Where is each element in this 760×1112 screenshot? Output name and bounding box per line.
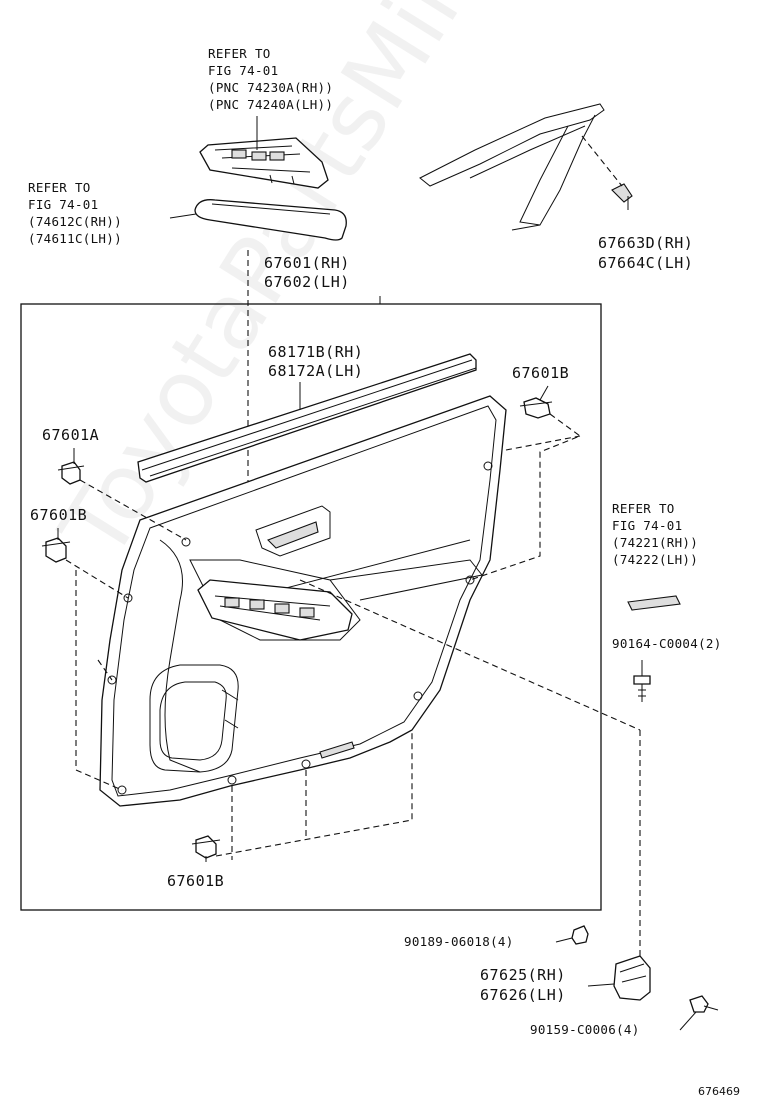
bracket-67625 (613, 955, 651, 1001)
nut-90189-label: 90189-06018(4) (404, 934, 514, 949)
refer-armrest-line4: (74611C(LH)) (28, 231, 122, 246)
cover-rh: 67663D(RH) (598, 234, 694, 252)
refer-switch-line1: REFER TO (208, 46, 271, 61)
refer-bezel-line2: FIG 74-01 (612, 518, 683, 533)
trim-panel-rh: 67601(RH) (264, 254, 350, 272)
screw-90164 (633, 675, 651, 702)
refer-armrest-line3: (74612C(RH)) (28, 214, 122, 229)
screw-90164-label: 90164-C0004(2) (612, 636, 722, 651)
installed-switch-base (197, 579, 353, 641)
clip-b-bottom-label: 67601B (167, 872, 225, 890)
refer-bezel-line4: (74222(LH)) (612, 552, 699, 567)
refer-bezel-line1: REFER TO (612, 501, 675, 516)
weatherstrip-rh: 68171B(RH) (268, 343, 364, 361)
weatherstrip (137, 353, 477, 483)
refer-switch-line2: FIG 74-01 (208, 63, 279, 78)
power-window-switch-base (199, 137, 329, 189)
armrest-pad (194, 199, 347, 241)
screw-90159-label: 90159-C0006(4) (530, 1022, 640, 1037)
screw-90159 (689, 995, 719, 1013)
bracket-lh: 67626(LH) (480, 986, 566, 1004)
cover-piece (611, 183, 633, 203)
nut-90189 (571, 925, 589, 945)
refer-switch-line4: (PNC 74240A(LH)) (208, 97, 334, 112)
refer-armrest-line1: REFER TO (28, 180, 91, 195)
refer-switch-line3: (PNC 74230A(RH)) (208, 80, 334, 95)
trim-panel-lh: 67602(LH) (264, 273, 350, 291)
door-window-frame (419, 103, 605, 231)
clip-67601b-top-right (519, 397, 553, 419)
figure-code: 676469 (698, 1085, 740, 1098)
cover-lh: 67664C(LH) (598, 254, 694, 272)
clip-67601a (57, 461, 85, 485)
clip-67601b-left (41, 537, 71, 563)
refer-bezel-line3: (74221(RH)) (612, 535, 699, 550)
clip-b-left-label: 67601B (30, 506, 88, 524)
clip-b-top-right-label: 67601B (512, 364, 570, 382)
weatherstrip-lh: 68172A(LH) (268, 362, 364, 380)
refer-armrest-line2: FIG 74-01 (28, 197, 99, 212)
clip-67601b-bottom (191, 835, 221, 859)
bracket-rh: 67625(RH) (480, 966, 566, 984)
clip-a-label: 67601A (42, 426, 100, 444)
bezel-plate (627, 595, 681, 611)
